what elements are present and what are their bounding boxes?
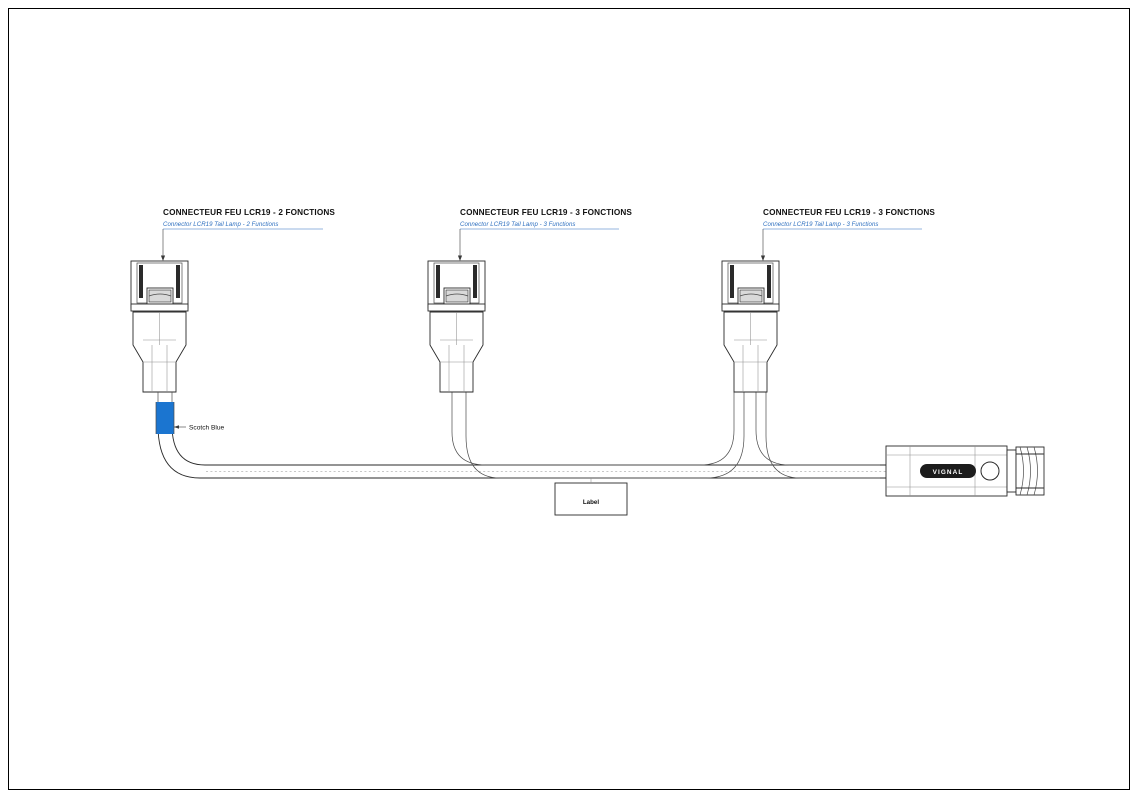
branch-cable-connector-2 — [451, 392, 700, 479]
scotch-blue-marker — [155, 402, 175, 434]
leader-connector-3 — [760, 228, 922, 261]
connector-2-subtitle: Connector LCR19 Tail Lamp - 3 Functions — [460, 221, 576, 228]
connector-2-title: CONNECTEUR FEU LCR19 - 3 FONCTIONS — [460, 208, 632, 217]
scotch-blue-label: Scotch Blue — [189, 425, 225, 432]
connector-3-body — [721, 260, 780, 393]
leader-connector-2 — [457, 228, 619, 261]
vignal-brand-badge: VIGNAL — [933, 469, 964, 476]
main-harness-trunk — [157, 424, 1012, 479]
connector-3-subtitle: Connector LCR19 Tail Lamp - 3 Functions — [763, 221, 879, 228]
connector-2-body — [427, 260, 486, 393]
connector-1-subtitle: Connector LCR19 Tail Lamp - 2 Functions — [163, 221, 279, 228]
corrugated-tube-end — [1006, 446, 1045, 496]
leader-connector-1 — [160, 228, 323, 261]
label-box — [554, 478, 628, 516]
scotch-blue-leader — [174, 425, 186, 429]
connector-1-body — [130, 260, 189, 402]
connector-1-title: CONNECTEUR FEU LCR19 - 2 FONCTIONS — [163, 208, 335, 217]
branch-cable-connector-3 — [560, 392, 880, 479]
label-box-text: Label — [583, 499, 599, 506]
vignal-end-module — [885, 445, 1008, 497]
connector-3-title: CONNECTEUR FEU LCR19 - 3 FONCTIONS — [763, 208, 935, 217]
